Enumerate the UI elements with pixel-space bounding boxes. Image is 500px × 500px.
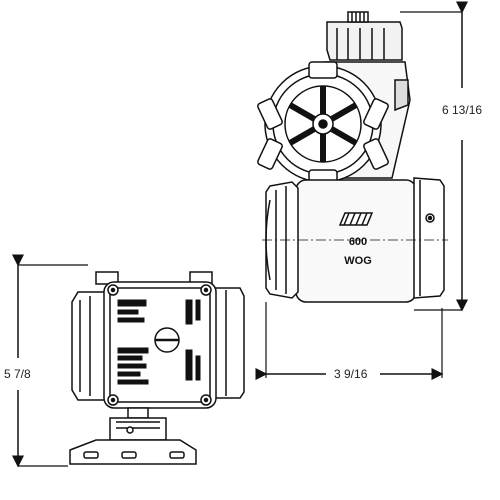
pressure-value-label: 600 (349, 236, 367, 248)
handwheel (257, 61, 389, 187)
pressure-unit-label: WOG (344, 255, 372, 267)
label-plate-right (185, 299, 201, 381)
dimension-lines (12, 1, 468, 468)
front-right-port (213, 287, 245, 399)
side-view (257, 11, 448, 303)
front-left-port (71, 291, 107, 401)
dimension-height-side: 6 13/16 (442, 103, 482, 117)
handle-cap (326, 11, 403, 61)
label-plate-left (117, 299, 149, 385)
front-view (69, 271, 245, 465)
dimension-width-side: 3 9/16 (334, 367, 368, 381)
valve-body-side (262, 177, 448, 303)
dimension-height-front: 5 7/8 (4, 367, 31, 381)
